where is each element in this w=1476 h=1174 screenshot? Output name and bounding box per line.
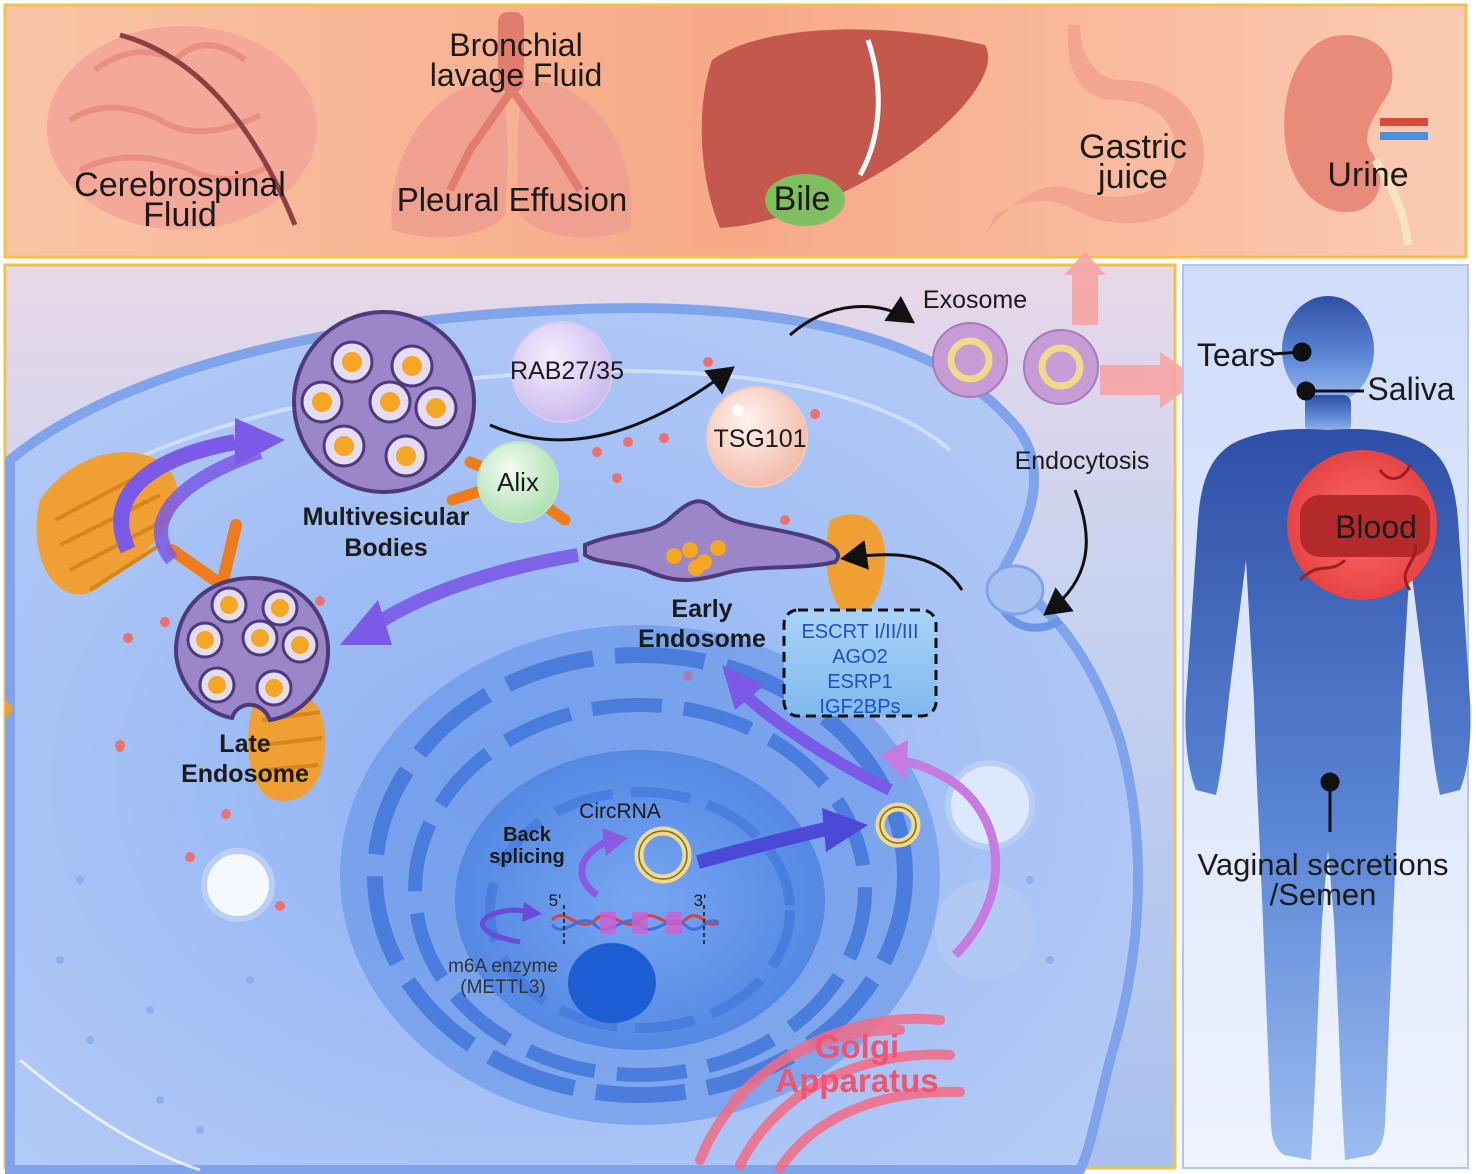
saliva-label: Saliva xyxy=(1367,371,1454,407)
m6a-label-line2: (METTL3) xyxy=(460,977,546,998)
arrow-right-to-body xyxy=(1100,352,1200,408)
tears-label: Tears xyxy=(1197,337,1275,373)
rab-label: RAB27/35 xyxy=(510,357,624,385)
endocytosis-to-early-arrow xyxy=(840,540,964,591)
fluids-panel: Cerebrospinal Fluid Bronchial lavage Flu… xyxy=(3,3,1468,259)
nucleus-to-cytoplasm-arrowhead xyxy=(822,808,868,852)
human-silhouette xyxy=(1185,296,1471,1160)
blood-label: Blood xyxy=(1335,509,1417,545)
gastric-label-line2: juice xyxy=(1097,158,1168,196)
golgi-return-arrowhead xyxy=(880,740,908,780)
circrna-label: CircRNA xyxy=(579,800,661,823)
circrna-ring xyxy=(634,826,692,884)
mvb-to-late-arrow xyxy=(154,445,263,565)
golgi-return-arrow xyxy=(889,755,1001,959)
intraluminal-vesicles xyxy=(300,340,458,478)
m6a-arrowhead xyxy=(522,902,542,922)
late-endosome xyxy=(173,575,331,723)
back-splicing-arrow xyxy=(578,836,612,898)
red-dots xyxy=(115,357,820,911)
mvb-label-line2: Bodies xyxy=(344,534,427,562)
mitochondria-edge-fragment xyxy=(5,700,14,720)
circrna-to-early-arrow xyxy=(735,685,893,796)
lungs-illustration xyxy=(391,12,632,238)
five-prime-label: 5' xyxy=(549,891,562,910)
tsg101-protein xyxy=(706,386,808,488)
exosome-label: Exosome xyxy=(923,286,1027,314)
m6a-label-line1: m6A enzyme xyxy=(448,956,558,977)
early-endosome-label-line2: Endosome xyxy=(638,625,766,653)
back-splicing-label-line2: splicing xyxy=(489,846,565,868)
cytoplasm-speckles xyxy=(56,876,1054,1134)
alix-label: Alix xyxy=(497,467,539,497)
pleural-label: Pleural Effusion xyxy=(397,181,628,218)
late-endosome-label-line2: Endosome xyxy=(181,760,309,788)
black-arrows xyxy=(489,295,1088,616)
back-splicing-arrowhead xyxy=(602,828,628,856)
bronchial-label-line2: lavage Fluid xyxy=(430,57,603,93)
cytoplasm-bubble xyxy=(201,848,275,922)
mvb-to-exosome-arrow xyxy=(489,366,735,442)
endocytosis-vesicle xyxy=(985,564,1045,616)
urine-label: Urine xyxy=(1327,156,1408,194)
m6a-arrow xyxy=(480,907,529,945)
tsg-label: TSG101 xyxy=(713,425,806,453)
body-pointers xyxy=(1271,342,1364,832)
brain-illustration xyxy=(47,26,317,230)
vaginal-secretions-label-line1: Vaginal secretions xyxy=(1197,847,1448,882)
early-to-late-arrow xyxy=(371,548,580,631)
cell-panel: Golgi Apparatus xyxy=(3,252,1200,1174)
csf-label-line1: Cerebrospinal xyxy=(74,166,286,204)
nucleolus xyxy=(568,943,656,1023)
late-endosome-label-line1: Late xyxy=(219,730,271,758)
golgi-apparatus xyxy=(695,1013,965,1173)
exosome-release-arrow xyxy=(789,295,915,337)
csf-label-line2: Fluid xyxy=(143,196,217,234)
cell-inner-edge-lower xyxy=(19,1058,201,1172)
arrow-up-to-fluids xyxy=(1064,252,1106,325)
alix-protein xyxy=(477,441,559,523)
liver-illustration xyxy=(701,29,989,229)
golgi-label-line2: Apparatus xyxy=(775,1062,938,1099)
sorting-protein-item: IGF2BPs xyxy=(819,696,900,718)
early-endosome-label-line1: Early xyxy=(671,595,732,623)
sorting-proteins-box: ESCRT I/II/III AGO2 ESRP1 IGF2BPs xyxy=(782,608,938,718)
body-panel: Blood Tears Saliva Vaginal secretions /S… xyxy=(1182,264,1471,1169)
sorting-protein-item: ESRP1 xyxy=(827,671,893,693)
circrna-to-early-arrowhead xyxy=(722,665,765,710)
rab27-35-protein xyxy=(511,321,613,423)
early-to-late-arrowhead xyxy=(340,600,392,645)
early-endosome xyxy=(583,499,840,582)
exosome-vesicle xyxy=(932,322,1008,398)
golgi-label-line1: Golgi xyxy=(815,1028,899,1065)
blood-vessel-icon xyxy=(1287,450,1437,600)
purple-arrows xyxy=(113,418,1001,959)
three-prime-label: 3' xyxy=(694,891,707,910)
vaginal-secretions-label-line2: /Semen xyxy=(1270,877,1377,912)
kidney-illustration xyxy=(1284,35,1428,246)
nucleus xyxy=(340,625,940,1125)
mvb-label-line1: Multivesicular xyxy=(303,503,470,531)
cytoplasm-bubble xyxy=(935,880,1035,980)
late-to-mvb-arrow xyxy=(113,434,237,554)
dna-helix xyxy=(550,905,720,945)
cytoplasm-circrna-ring xyxy=(875,802,921,848)
nucleus-to-cytoplasm-arrow xyxy=(696,821,832,869)
endocytosis-arrow xyxy=(1043,489,1088,616)
sorting-protein-item: AGO2 xyxy=(832,646,888,668)
exosome-vesicle xyxy=(1023,329,1099,405)
secretion-arrows xyxy=(1064,252,1200,408)
sorting-protein-item: ESCRT I/II/III xyxy=(801,621,918,643)
bronchial-label-line1: Bronchial xyxy=(449,27,582,63)
back-splicing-label-line1: Back xyxy=(503,824,552,846)
gastric-label-line1: Gastric xyxy=(1079,128,1187,166)
multivesicular-body xyxy=(292,310,476,494)
receptor-protein xyxy=(166,519,242,591)
bile-label: Bile xyxy=(774,180,831,218)
endocytosis-label: Endocytosis xyxy=(1015,447,1150,475)
